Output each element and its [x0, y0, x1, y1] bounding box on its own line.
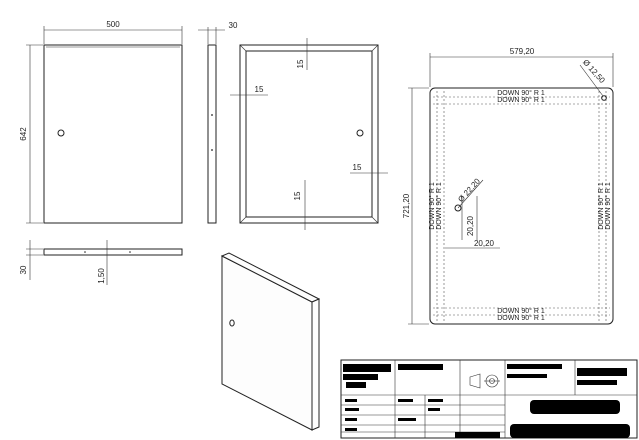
- bend-note-left-1: DOWN 90° R 1: [428, 182, 436, 230]
- flat-pattern-view: DOWN 90° R 1 DOWN 90° R 1 DOWN 90° R 1 D…: [402, 47, 614, 325]
- frame-left-dim: 15: [255, 85, 264, 94]
- bottom-hole-dim: 1,50: [97, 268, 106, 284]
- flat-height-dim: 721,20: [402, 193, 411, 218]
- front-view-outline: [43, 44, 183, 224]
- redaction-10: [345, 408, 359, 411]
- frame-corner-tl: [239, 44, 247, 52]
- bottom-height-dim: 30: [19, 265, 28, 274]
- frame-right-dim: 15: [353, 163, 362, 172]
- title-block: [340, 359, 638, 439]
- corner-hole-leader: [579, 64, 604, 97]
- frame-corner-tr: [371, 44, 379, 52]
- bend-note-top-2: DOWN 90° R 1: [497, 96, 545, 104]
- redaction-7: [577, 368, 627, 376]
- bend-note-right-2: DOWN 90° R 1: [604, 182, 612, 230]
- redaction-11: [345, 418, 357, 421]
- frame-outer-outline: [239, 44, 379, 224]
- flat-center-hole: [454, 204, 462, 212]
- flat-corner-hole: [601, 95, 607, 101]
- redaction-3: [346, 382, 366, 388]
- side-view: 30: [198, 21, 238, 224]
- frame-inner-outline: [245, 50, 373, 218]
- redaction-18: [510, 424, 630, 438]
- frame-bottom-dim: 15: [293, 191, 302, 200]
- redaction-14: [398, 418, 416, 421]
- bottom-view-outline: [43, 248, 183, 256]
- redaction-13: [398, 399, 413, 402]
- bend-note-right-1: DOWN 90° R 1: [597, 182, 605, 230]
- front-view: 500 642: [19, 20, 183, 224]
- flat-outer-outline: [429, 87, 614, 325]
- redaction-9: [345, 399, 357, 402]
- front-view-hole: [57, 129, 65, 137]
- redaction-15: [428, 399, 443, 402]
- redaction-19: [455, 432, 500, 438]
- side-view-hole-1: [211, 114, 213, 116]
- center-hole-dim: Ø 22,20: [456, 176, 482, 204]
- front-width-dim: 500: [106, 20, 120, 29]
- side-thickness-dim: 30: [229, 21, 238, 30]
- isometric-view: [220, 252, 321, 431]
- bend-note-bottom-1: DOWN 90° R 1: [497, 307, 545, 315]
- redaction-1: [343, 364, 391, 372]
- projection-symbol-icon: [469, 373, 500, 389]
- frame-view: 15 15 15 15: [230, 38, 388, 230]
- bottom-view: 30 1,50: [19, 240, 183, 285]
- frame-view-hole: [356, 129, 364, 137]
- flat-width-dim: 579,20: [510, 47, 535, 56]
- hole-y-dim: 20,20: [466, 215, 475, 236]
- iso-front-face: [221, 255, 313, 431]
- bottom-view-hole-2: [129, 251, 131, 253]
- bottom-view-hole-1: [84, 251, 86, 253]
- redaction-4: [398, 364, 443, 370]
- bend-note-top-1: DOWN 90° R 1: [497, 89, 545, 97]
- redaction-6: [507, 374, 547, 378]
- redaction-12: [345, 428, 357, 431]
- hole-x-dim: 20,20: [474, 239, 495, 248]
- redaction-5: [507, 364, 562, 369]
- side-view-hole-2: [211, 149, 213, 151]
- side-view-outline: [207, 44, 217, 224]
- redaction-8: [577, 380, 617, 385]
- front-height-dim: 642: [19, 127, 28, 141]
- redaction-16: [428, 408, 440, 411]
- iso-hole: [229, 319, 235, 327]
- redaction-17: [530, 400, 620, 414]
- iso-side-face: [311, 298, 320, 431]
- bend-note-left-2: DOWN 90° R 1: [435, 182, 443, 230]
- frame-top-dim: 15: [296, 59, 305, 68]
- frame-corner-br: [371, 216, 379, 224]
- frame-corner-bl: [239, 216, 247, 224]
- redaction-2: [343, 374, 378, 380]
- bend-note-bottom-2: DOWN 90° R 1: [497, 314, 545, 322]
